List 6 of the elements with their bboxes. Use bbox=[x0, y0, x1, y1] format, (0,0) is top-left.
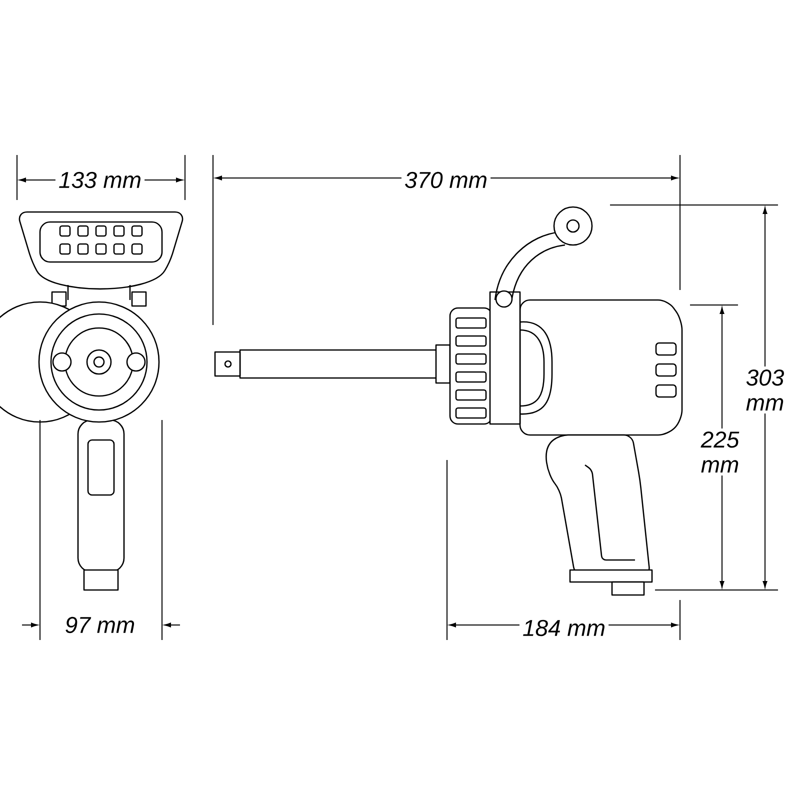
dimension-label: 133 mm bbox=[55, 168, 145, 192]
dimension-label: 184 mm bbox=[519, 616, 609, 640]
dimension-label: 303 mm bbox=[732, 366, 798, 414]
dimension-label: 97 mm bbox=[62, 614, 138, 636]
dimension-label: 225 mm bbox=[687, 428, 753, 476]
dimension-label: 370 mm bbox=[401, 168, 491, 192]
